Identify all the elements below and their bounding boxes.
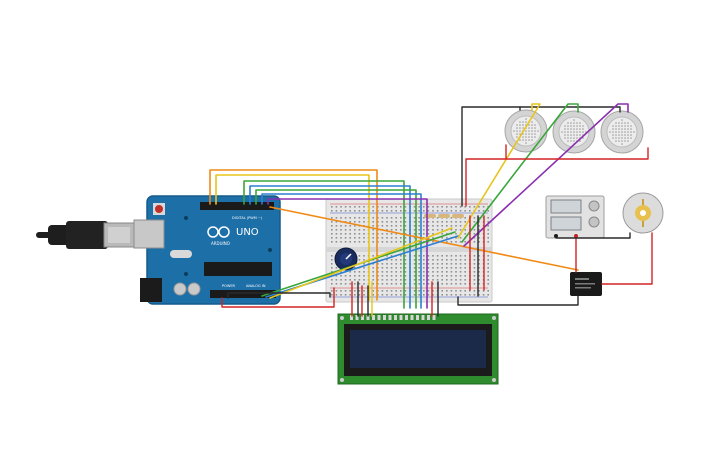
arduino-brand-label: ARDUINO — [211, 241, 230, 246]
resistors — [424, 214, 464, 218]
wire-red-sensors-b[interactable] — [505, 147, 649, 160]
wire-black-sensors-b[interactable] — [519, 106, 621, 113]
wire-red-sensors[interactable] — [465, 144, 507, 207]
arduino-power-label: POWER — [222, 284, 236, 288]
wire-blue-b[interactable] — [261, 193, 422, 309]
wire-green-sensor2[interactable] — [461, 103, 579, 243]
wire-red-motor[interactable] — [601, 232, 653, 285]
potentiometer[interactable] — [334, 247, 358, 271]
wire-green-a[interactable] — [243, 180, 405, 309]
lcd-16x2[interactable] — [337, 313, 499, 385]
gas-sensor-2[interactable] — [552, 110, 596, 154]
wire-black-sensors[interactable] — [461, 106, 521, 207]
lcd-screen — [350, 330, 486, 368]
gas-sensor-3[interactable] — [600, 110, 644, 154]
arduino-uno-board[interactable]: UNO ARDUINO DIGITAL (PWM ~) POWER ANALOG… — [133, 195, 281, 305]
power-supply[interactable] — [545, 195, 605, 239]
arduino-digital-label: DIGITAL (PWM ~) — [232, 216, 263, 220]
wire-orange[interactable] — [209, 169, 378, 301]
wire-yellow-sensor1[interactable] — [457, 103, 541, 239]
wire-purple-lcd[interactable] — [267, 198, 428, 309]
breadboard[interactable] — [325, 198, 493, 303]
wire-black-relay-bb[interactable] — [457, 295, 579, 306]
wire-black-power[interactable] — [227, 292, 331, 299]
dc-motor[interactable] — [622, 192, 664, 234]
arduino-logo-icon — [207, 226, 230, 238]
usb-cable[interactable] — [36, 221, 135, 249]
relay[interactable] — [570, 272, 602, 296]
arduino-analog-label: ANALOG IN — [246, 284, 266, 288]
wire-black-ps-motor[interactable] — [555, 232, 631, 239]
wires — [209, 103, 653, 317]
arduino-model-label: UNO — [236, 227, 259, 238]
lcd-pin-header — [350, 315, 436, 320]
wire-yellow-analog[interactable] — [269, 227, 453, 299]
gas-sensor-1[interactable] — [504, 109, 548, 153]
wire-red-power[interactable] — [221, 287, 335, 308]
wire-purple-sensor3[interactable] — [463, 103, 629, 247]
wire-yellow[interactable] — [215, 174, 370, 301]
